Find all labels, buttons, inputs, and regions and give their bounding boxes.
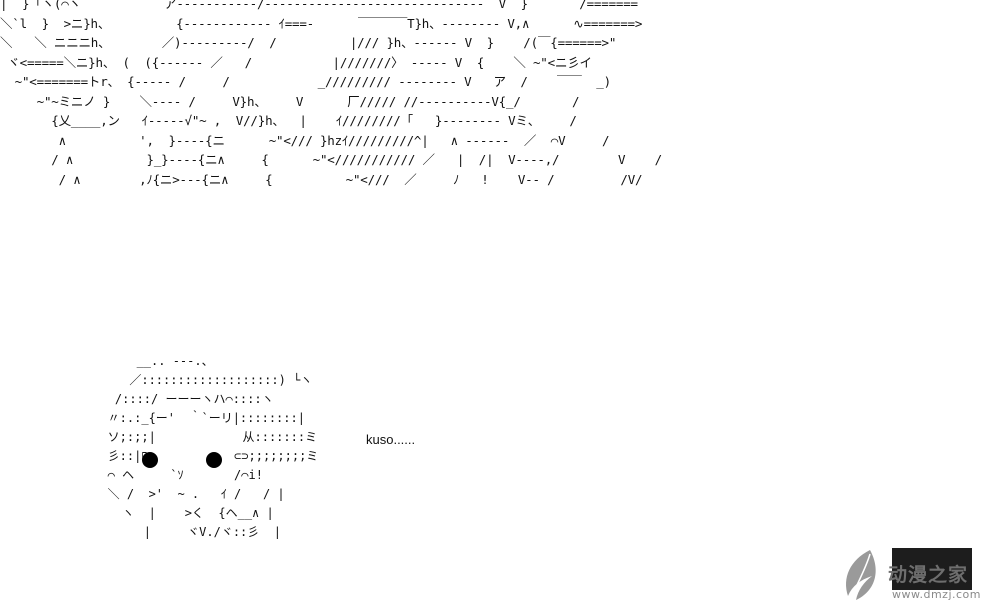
- left-eye: [142, 452, 158, 468]
- ascii-art-face: __.. ---.、 ／:::::::::::::::::::) └ヽ /:::…: [107, 354, 319, 539]
- watermark-url: www.dmzj.com: [892, 588, 981, 601]
- right-eye: [206, 452, 222, 468]
- leaf-logo-icon: [846, 550, 876, 600]
- ascii-art-banner: | }「ヽ(⌒ヽ ￣￣ア-----------/----------------…: [0, 0, 662, 187]
- site-watermark: 动漫之家 www.dmzj.com: [838, 546, 988, 608]
- watermark-title: 动漫之家: [888, 564, 969, 586]
- speech-text: kuso......: [366, 432, 416, 447]
- watermark-background: [892, 548, 972, 590]
